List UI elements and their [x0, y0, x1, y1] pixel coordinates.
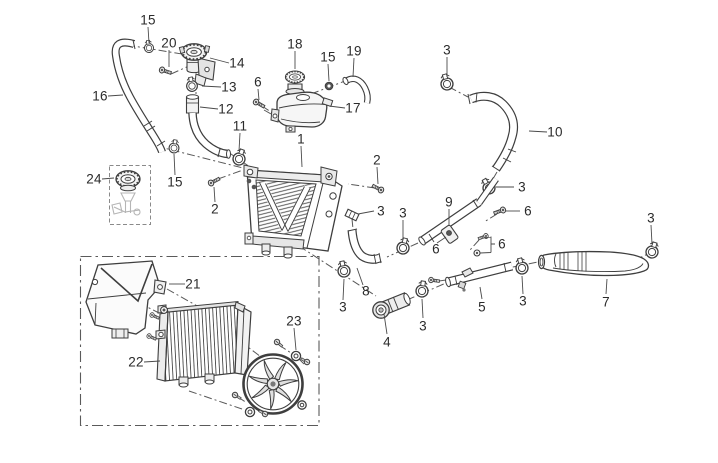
bolt-2b-icon	[370, 182, 386, 195]
hose-19-illustration	[342, 75, 371, 104]
sub-assembly-boundary-box	[79, 255, 320, 427]
bolt-20-icon	[158, 65, 173, 77]
clamp-3g-icon	[414, 279, 430, 299]
cap-24-illustration	[111, 169, 142, 216]
radiator-22-illustration	[155, 300, 252, 388]
clamp-3f-icon	[335, 259, 352, 279]
expansion-tank-17-illustration	[270, 70, 334, 133]
bolt-22b-icon	[145, 332, 158, 342]
hose-8-illustration	[347, 228, 382, 265]
bolt-2a-icon	[206, 175, 222, 188]
radiator-1-illustration	[243, 164, 360, 259]
hose-16-illustration	[111, 38, 166, 154]
pipe-9-illustration	[418, 176, 499, 246]
fitting-4-illustration	[372, 292, 411, 319]
bolt-6b-icon	[492, 205, 507, 217]
filler-neck-14-illustration	[178, 42, 216, 87]
washer-6d-icon	[473, 249, 481, 257]
fan-23-illustration	[242, 350, 307, 418]
screw-23d-icon	[230, 390, 243, 402]
bolt-5-icon	[427, 276, 441, 285]
fan-mount-ears	[244, 350, 307, 418]
hose-7-illustration	[537, 250, 650, 277]
cap-detail-boundary-box	[109, 165, 151, 225]
clamp-3e-icon	[643, 239, 662, 261]
cover-21-illustration	[85, 260, 167, 339]
pipe-5-illustration	[445, 261, 514, 292]
hose-10-illustration	[467, 91, 519, 172]
leader-lines	[101, 26, 653, 363]
clamp-3h-icon	[513, 256, 530, 276]
hose-12-illustration	[185, 94, 231, 159]
nut-15c-icon	[324, 81, 334, 91]
